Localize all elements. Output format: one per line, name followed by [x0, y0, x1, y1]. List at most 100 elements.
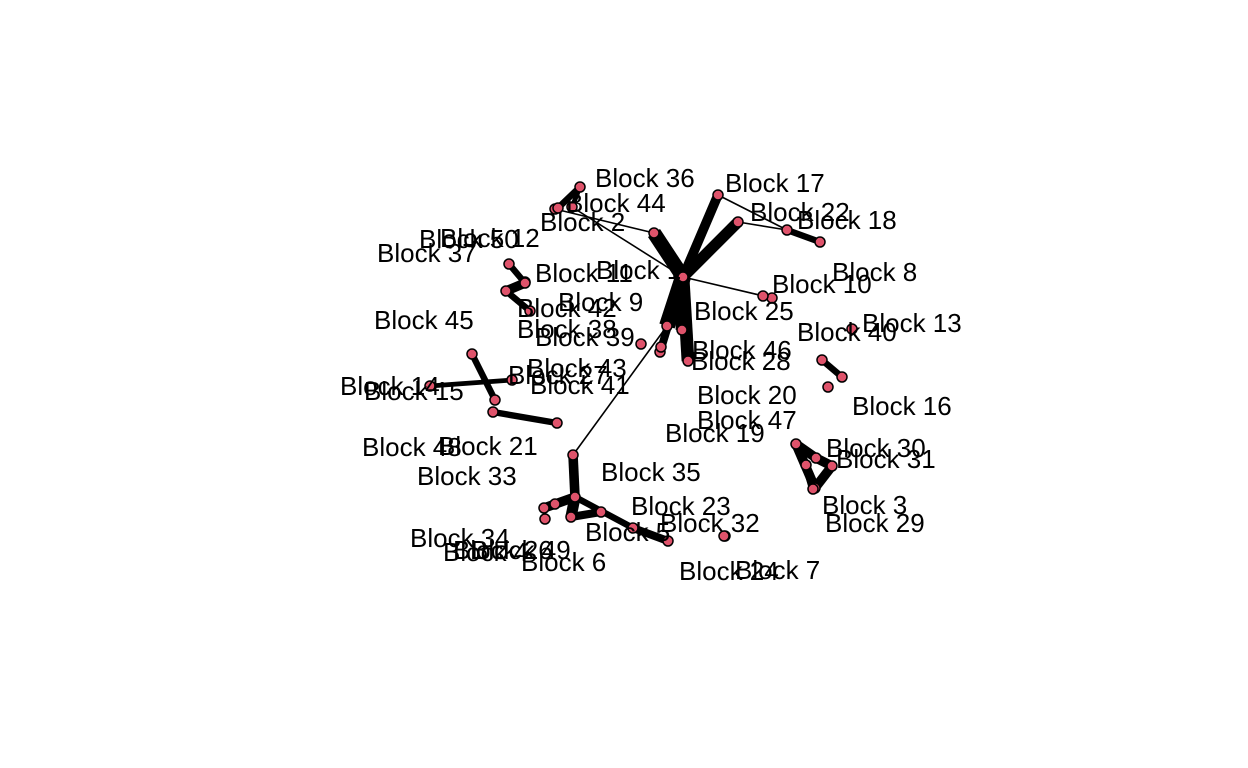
- edge-11-12: [554, 208, 655, 234]
- node-label-block-24: Block 24: [679, 556, 779, 586]
- node-block-40: [822, 381, 834, 393]
- node-block-2: [566, 201, 578, 213]
- node-label-block-43: Block 43: [527, 353, 627, 383]
- node-label-block-45: Block 45: [374, 305, 474, 335]
- node-label-block-37: Block 37: [377, 238, 477, 268]
- node-label-block-18: Block 18: [797, 205, 897, 235]
- node-label-block-23: Block 23: [631, 491, 731, 521]
- node-block-22: [732, 216, 744, 228]
- node-label-block-20: Block 20: [697, 380, 797, 410]
- node-label-block-33: Block 33: [417, 461, 517, 491]
- node-block-36: [574, 181, 586, 193]
- node-label-block-39: Block 39: [535, 322, 635, 352]
- node-block-18: [781, 224, 793, 236]
- node-block-46: [676, 324, 688, 336]
- node-label-block-8: Block 8: [832, 257, 917, 287]
- edge-1-35: [656, 275, 687, 354]
- node-block-47: [800, 459, 812, 471]
- node-label-block-47: Block 47: [697, 405, 797, 435]
- node-label-block-36: Block 36: [595, 163, 695, 193]
- edge-9-33: [572, 325, 668, 456]
- node-label-block-4: Block 4: [443, 537, 528, 567]
- node-block-19: [790, 438, 802, 450]
- node-label-block-17: Block 17: [725, 168, 825, 198]
- node-block-26: [539, 513, 551, 525]
- node-block-49: [595, 506, 607, 518]
- node-block-24: [718, 530, 730, 542]
- node-label-block-3: Block 3: [822, 490, 907, 520]
- node-label-block-19: Block 19: [665, 418, 765, 448]
- node-block-17: [712, 189, 724, 201]
- node-label-block-26: Block 26: [453, 535, 553, 565]
- node-block-25: [757, 290, 769, 302]
- node-label-block-49: Block 49: [471, 535, 571, 565]
- node-label-block-16: Block 16: [852, 391, 952, 421]
- node-label-block-12: Block 12: [440, 223, 540, 253]
- node-label-block-48: Block 48: [362, 432, 462, 462]
- node-label-block-25: Block 25: [694, 296, 794, 326]
- node-block-8: [814, 236, 826, 248]
- node-block-30: [810, 452, 822, 464]
- edge-1-10: [682, 276, 773, 299]
- node-block-28: [682, 355, 694, 367]
- node-block-33: [567, 449, 579, 461]
- node-block-29: [807, 483, 819, 495]
- node-label-block-50: Block 50: [419, 224, 519, 254]
- edge-23-32: [631, 524, 670, 545]
- node-label-block-35: Block 35: [601, 457, 701, 487]
- edge-1-17: [678, 193, 723, 279]
- edge-21-41: [492, 408, 558, 427]
- node-label-block-44: Block 44: [566, 188, 666, 218]
- node-label-block-13: Block 13: [862, 308, 962, 338]
- node-label-block-34: Block 34: [410, 523, 510, 553]
- node-label-block-46: Block 46: [692, 335, 792, 365]
- node-block-20: [816, 354, 828, 366]
- node-block-31: [826, 460, 838, 472]
- edge-14-27: [429, 377, 513, 389]
- node-block-1: [677, 271, 689, 283]
- node-block-16: [836, 371, 848, 383]
- node-label-block-28: Block 28: [691, 346, 791, 376]
- edge-22-18: [737, 221, 788, 231]
- node-label-block-2: Block 2: [540, 207, 625, 237]
- node-label-block-38: Block 38: [517, 314, 617, 344]
- node-label-block-6: Block 6: [521, 547, 606, 577]
- node-label-block-15: Block 15: [364, 376, 464, 406]
- node-block-50: [519, 277, 531, 289]
- node-block-14: [424, 380, 436, 392]
- node-block-41: [551, 417, 563, 429]
- edge-1-28: [676, 276, 695, 362]
- node-label-block-21: Block 21: [438, 431, 538, 461]
- node-block-11: [648, 227, 660, 239]
- node-block-4: [549, 498, 561, 510]
- node-block-38: [524, 305, 536, 317]
- node-label-block-42: Block 42: [517, 293, 617, 323]
- node-block-39: [635, 338, 647, 350]
- node-label-block-40: Block 40: [797, 317, 897, 347]
- nodes-layer: [424, 181, 858, 547]
- edge-1-22: [679, 218, 742, 281]
- edge-1-11: [647, 229, 690, 281]
- node-block-42: [500, 285, 512, 297]
- node-block-15: [489, 394, 501, 406]
- edge-2-1: [571, 206, 684, 278]
- node-block-21: [487, 406, 499, 418]
- node-block-37: [503, 258, 515, 270]
- edge-18-8: [785, 226, 822, 246]
- node-block-6: [565, 511, 577, 523]
- node-label-block-22: Block 22: [750, 197, 850, 227]
- node-label-block-32: Block 32: [660, 508, 760, 538]
- node-block-32: [662, 535, 674, 547]
- edge-33-5: [568, 454, 580, 498]
- edge-17-18: [717, 194, 788, 231]
- node-label-block-29: Block 29: [825, 508, 925, 538]
- node-block-27: [506, 374, 518, 386]
- node-label-block-9: Block 9: [558, 287, 643, 317]
- node-label-block-27: Block 27: [508, 360, 608, 390]
- node-block-9: [661, 320, 673, 332]
- node-block-43: [655, 341, 667, 353]
- node-label-block-7: Block 7: [735, 555, 820, 585]
- node-label-block-11: Block 11: [535, 258, 633, 288]
